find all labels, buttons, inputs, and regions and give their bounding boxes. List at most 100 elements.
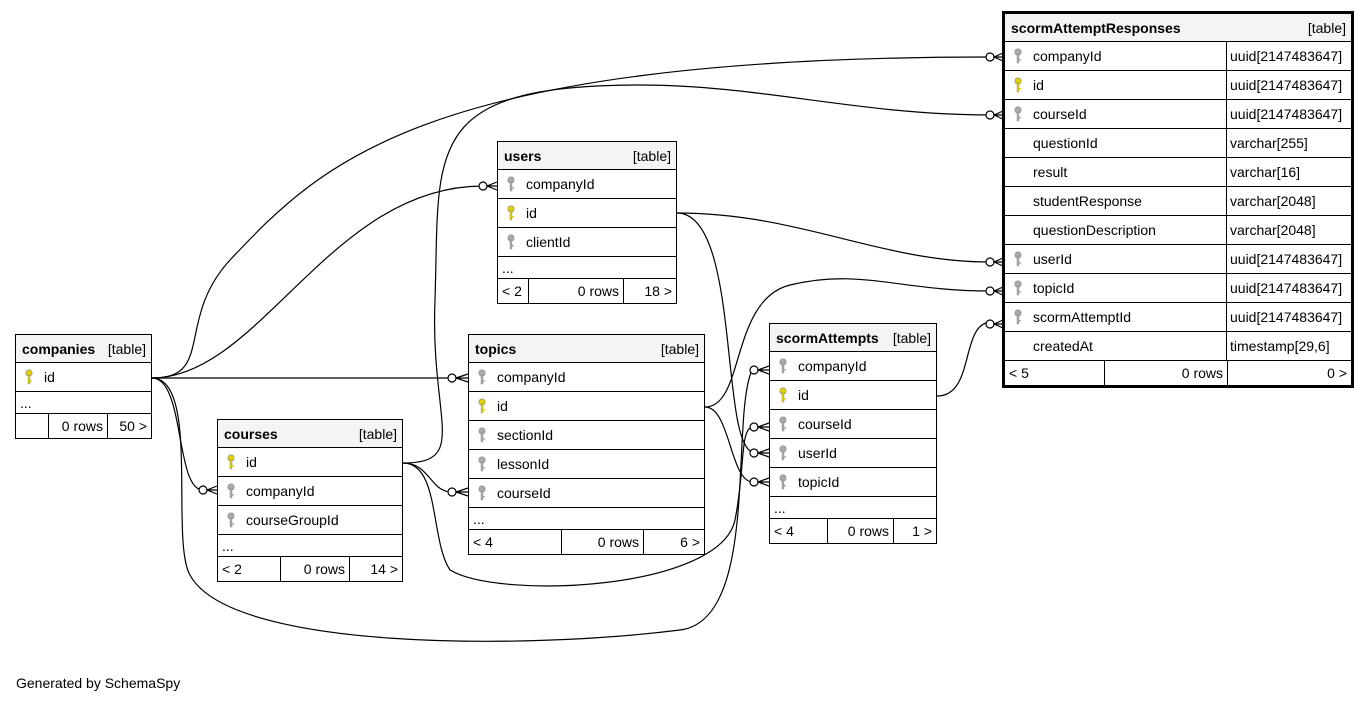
- edge-courses-scormattempts: [402, 426, 753, 587]
- column-row[interactable]: lessonId: [469, 450, 704, 479]
- column-row[interactable]: companyId: [770, 352, 936, 381]
- column-type: varchar[2048]: [1226, 216, 1351, 244]
- table-name: companies: [22, 340, 96, 357]
- parents-count[interactable]: < 2: [222, 561, 242, 577]
- table-header: topics[table]: [469, 335, 704, 363]
- column-row[interactable]: companyId: [218, 477, 402, 506]
- table-type: [table]: [892, 329, 931, 346]
- table-type: [table]: [358, 425, 397, 442]
- parents-count[interactable]: < 4: [473, 534, 493, 550]
- generated-by-credit: Generated by SchemaSpy: [16, 675, 181, 691]
- foreign-key-icon: [770, 358, 796, 374]
- crowfoot-end: [985, 286, 1004, 296]
- row-count: 0 rows: [561, 530, 643, 554]
- column-row[interactable]: courseGroupId: [218, 506, 402, 535]
- table-header: scormAttempts [table]: [770, 324, 936, 352]
- column-name: companyId: [526, 176, 595, 192]
- children-count[interactable]: 14 >: [349, 557, 402, 581]
- column-type: varchar[255]: [1226, 129, 1351, 157]
- column-name: companyId: [1033, 48, 1102, 64]
- column-row[interactable]: courseId: [469, 479, 704, 508]
- primary-key-icon: [16, 369, 42, 385]
- parents-count[interactable]: < 2: [502, 283, 522, 299]
- crowfoot-end: [447, 487, 469, 497]
- children-count[interactable]: 1 >: [893, 519, 936, 543]
- parents-count[interactable]: < 4: [774, 523, 794, 539]
- foreign-key-icon: [469, 485, 495, 501]
- more-columns: ...: [469, 508, 704, 530]
- column-name: questionDescription: [1033, 222, 1156, 238]
- column-type: uuid[2147483647]: [1226, 100, 1351, 128]
- edge-topics-scormattempts: [704, 406, 753, 483]
- column-row[interactable]: id: [469, 392, 704, 421]
- foreign-key-icon: [1005, 251, 1031, 267]
- column-row[interactable]: courseId: [770, 410, 936, 439]
- column-row[interactable]: topicId: [770, 468, 936, 497]
- primary-key-icon: [218, 454, 244, 470]
- table-type: [table]: [660, 340, 699, 357]
- foreign-key-icon: [469, 456, 495, 472]
- crowfoot-end: [985, 257, 1004, 267]
- foreign-key-icon: [770, 416, 796, 432]
- column-type: uuid[2147483647]: [1226, 303, 1351, 331]
- edge-users-scormattempts: [676, 212, 753, 453]
- column-name: companyId: [497, 369, 566, 385]
- table-name: users: [504, 147, 542, 164]
- table-type: [table]: [632, 147, 671, 164]
- column-row[interactable]: companyId: [498, 170, 676, 199]
- crowfoot-end: [749, 477, 770, 487]
- column-name: companyId: [246, 483, 315, 499]
- foreign-key-icon: [498, 176, 524, 192]
- column-row[interactable]: id: [16, 363, 151, 392]
- children-count[interactable]: 6 >: [643, 530, 704, 554]
- column-row[interactable]: clientId: [498, 228, 676, 257]
- crowfoot-end: [985, 319, 1004, 329]
- table-name: scormAttempts: [776, 329, 879, 346]
- column-row[interactable]: companyId: [469, 363, 704, 392]
- column-name: topicId: [798, 474, 840, 490]
- column-name: clientId: [526, 234, 571, 250]
- crowfoot-end: [749, 365, 770, 375]
- column-name: id: [497, 398, 508, 414]
- column-name: result: [1033, 164, 1068, 180]
- column-row[interactable]: userId: [770, 439, 936, 468]
- column-row[interactable]: id: [218, 448, 402, 477]
- column-row[interactable]: id: [498, 199, 676, 228]
- edge-companies-courses: [151, 377, 204, 491]
- table-header: scormAttemptResponses[table]: [1005, 14, 1351, 42]
- column-row[interactable]: questionDescription varchar[2048]: [1005, 216, 1351, 245]
- column-name: userId: [1033, 251, 1072, 267]
- table-type: [table]: [1307, 19, 1346, 36]
- column-row[interactable]: id: [770, 381, 936, 410]
- column-name: createdAt: [1033, 338, 1093, 354]
- parents-count[interactable]: < 5: [1009, 365, 1029, 381]
- children-count[interactable]: 50 >: [107, 414, 151, 438]
- foreign-key-icon: [1005, 106, 1031, 122]
- children-count[interactable]: 18 >: [623, 279, 676, 303]
- column-name: topicId: [1033, 280, 1075, 296]
- column-name: userId: [798, 445, 837, 461]
- edge-courses-topics: [402, 462, 453, 493]
- column-row[interactable]: sectionId: [469, 421, 704, 450]
- children-count[interactable]: 0 >: [1227, 361, 1351, 385]
- parents-count[interactable]: [16, 414, 48, 438]
